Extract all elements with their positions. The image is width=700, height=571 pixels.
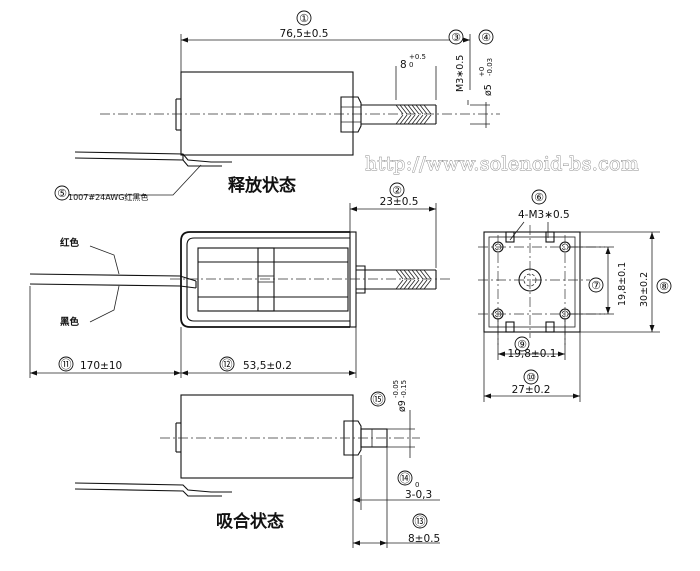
dim-8-value: 30±0.2: [639, 272, 650, 307]
section-view: ② 23±0.5: [29, 182, 450, 378]
dim-3-value: M3∗0.5: [455, 55, 466, 92]
dim-4-id: ④: [481, 31, 491, 44]
dim-15-tol-upper: -0.05: [392, 380, 400, 398]
dim-11-value: 170±10: [80, 360, 122, 372]
stroke-8-tol-lower: 0: [409, 61, 413, 69]
released-view: ① 76,5±0.5: [54, 10, 500, 202]
dim-9-id: ⑨: [517, 338, 527, 351]
dim-7-id: ⑦: [591, 279, 601, 292]
watermark-url: http://www.solenoid-bs.com: [365, 153, 639, 175]
dim-6-value: 4-M3∗0.5: [518, 209, 570, 221]
stroke-8: 8: [400, 59, 407, 71]
dim-13-id: ⑬: [415, 515, 426, 528]
pulled-view: ⑮ ø9 -0.05 -0.15 ⑭ 0 3-0,3 ⑬ 8±0.5 吸合状态: [74, 380, 440, 548]
dim-4-tol-lower: -0.03: [486, 58, 494, 76]
dim-4-value: ø5: [483, 84, 494, 96]
wire-black-label: 黑色: [60, 316, 80, 328]
released-state-title: 释放状态: [228, 175, 296, 196]
dim-2-value: 23±0.5: [380, 196, 419, 208]
dim-4-tol-upper: +0: [478, 67, 486, 77]
dim-8-id: ⑧: [659, 280, 669, 293]
dim-1-id: ①: [299, 12, 309, 25]
dim-12-value: 53,5±0.2: [243, 360, 292, 372]
pulled-state-title: 吸合状态: [216, 511, 284, 532]
dim-13-value: 8±0.5: [408, 533, 440, 545]
dim-15-tol-lower: -0.15: [400, 380, 408, 398]
dim-1-value: 76,5±0.5: [280, 28, 329, 40]
dim-7-value: 19,8±0.1: [617, 262, 628, 306]
dim-14-id: ⑭: [400, 472, 411, 485]
dim-3-id: ③: [451, 31, 461, 44]
dim-15-id: ⑮: [373, 393, 384, 406]
dim-14-value: 3-0,3: [405, 489, 432, 501]
stroke-8-tol-upper: +0.5: [409, 53, 426, 61]
dim-5-id: ⑤: [57, 187, 67, 200]
dim-11-id: ⑪: [61, 358, 72, 371]
dim-12-id: ⑫: [222, 358, 233, 371]
dim-2-id: ②: [392, 184, 402, 197]
wire-red-label: 红色: [60, 237, 80, 249]
dim-15-value: ø9: [397, 400, 408, 412]
dim-6-id: ⑥: [534, 191, 544, 204]
wire-spec-label: 1007#24AWG红黑色: [68, 192, 148, 202]
dim-9-value: 19,8±0.1: [508, 348, 557, 360]
end-view: ⑥ 4-M3∗0.5 ⑦ 19,8±0.1: [478, 189, 672, 402]
dim-10-id: ⑩: [526, 371, 536, 384]
dim-14-sub: 0: [415, 481, 419, 489]
dim-10-value: 27±0.2: [512, 384, 551, 396]
